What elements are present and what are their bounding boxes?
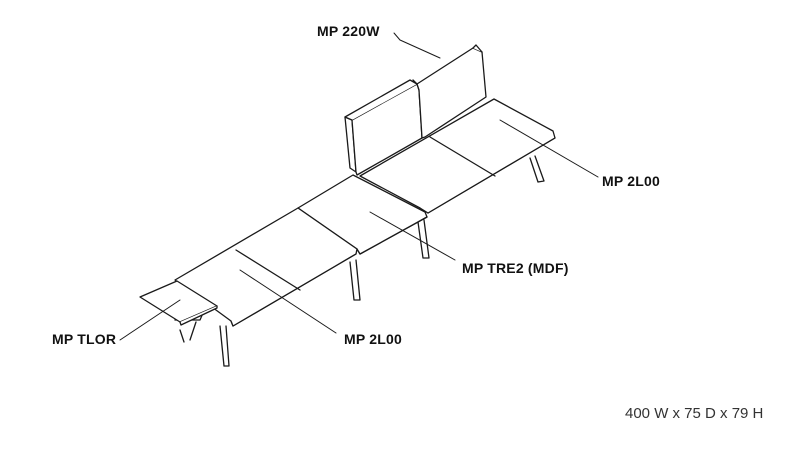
callout-table: MP TRE2 (MDF) xyxy=(462,260,569,276)
right-seat-module xyxy=(359,98,556,214)
callout-backrest: MP 220W xyxy=(317,23,380,39)
backrest xyxy=(344,44,487,176)
leader-lines xyxy=(119,32,599,341)
front-leg xyxy=(219,325,230,367)
callout-end-seat: MP 2L00 xyxy=(602,173,660,189)
leader-end-seat xyxy=(499,119,599,178)
leader-backrest xyxy=(393,32,441,59)
callout-front-seat: MP 2L00 xyxy=(344,331,402,347)
dimensions-text: 400 W x 75 D x 79 H xyxy=(625,405,764,422)
leader-table xyxy=(369,211,456,261)
leader-front-seat xyxy=(239,269,337,334)
leader-side-table xyxy=(119,299,181,341)
callout-side-table: MP TLOR xyxy=(52,331,117,347)
left-seat-module xyxy=(174,207,358,327)
